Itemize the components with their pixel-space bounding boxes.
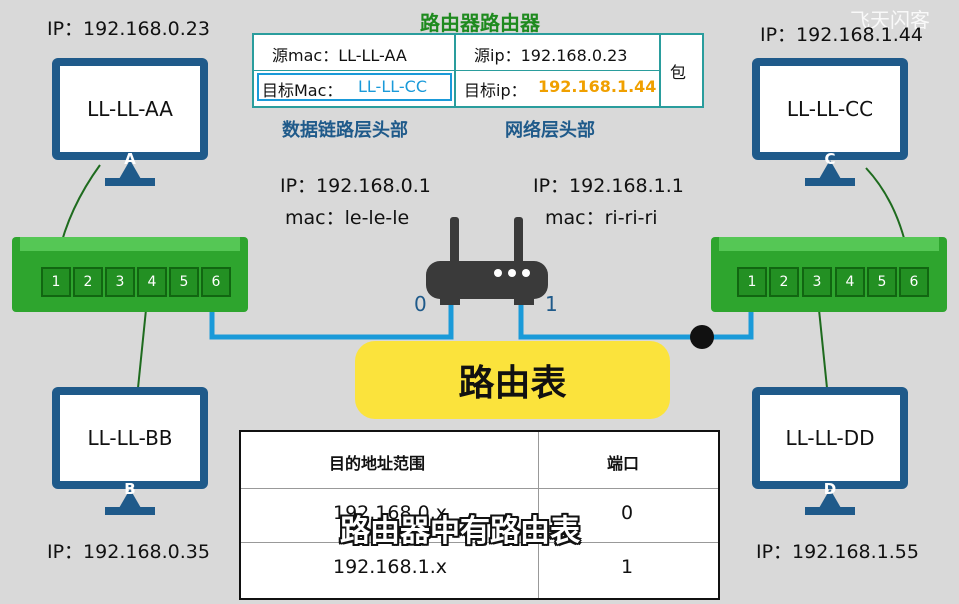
route-table-row-1-range: 192.168.0.x: [333, 502, 447, 524]
payload: 包: [670, 63, 687, 82]
dst-mac-label: 目标Mac：: [262, 81, 343, 100]
host-b-stand-base: [105, 507, 155, 515]
diagram-title: 路由器路由器: [420, 11, 540, 35]
dst-mac-box: [257, 73, 452, 101]
left-switch-port-5: 5: [169, 267, 199, 297]
router-port0-mac: mac：le-le-le: [285, 207, 410, 229]
host-b-name: LL-LL-BB: [60, 395, 200, 481]
dst-mac-value: LL-LL-CC: [358, 77, 427, 96]
left-switch-port-1: 1: [41, 267, 71, 297]
dst-ip-label: 目标ip：: [464, 81, 527, 100]
host-a-stand-base: [105, 178, 155, 186]
route-table-header-range: 目的地址范围: [329, 454, 426, 473]
packet-row-divider: [254, 70, 659, 71]
host-a-ip: IP：192.168.0.23: [47, 18, 210, 40]
right-switch-port-1: 1: [737, 267, 767, 297]
route-table-header-port: 端口: [607, 454, 640, 473]
packet-col-divider-2: [659, 35, 661, 106]
host-c-letter: C: [824, 150, 836, 168]
right-switch-port-6: 6: [899, 267, 929, 297]
host-a-name: LL-LL-AA: [60, 66, 200, 152]
route-table-col-line: [538, 432, 539, 598]
router-port1-ip: IP：192.168.1.1: [533, 175, 684, 197]
host-c-stand-base: [805, 178, 855, 186]
src-mac: 源mac：LL-LL-AA: [272, 46, 407, 65]
link-header-label: 数据链路层头部: [282, 120, 408, 141]
router-port0-number: 0: [414, 292, 427, 316]
host-d-stand-base: [805, 507, 855, 515]
route-table-title: 路由表: [355, 341, 670, 419]
host-a-monitor: LL-LL-AA: [52, 58, 208, 160]
route-table-row-line-1: [241, 488, 718, 489]
host-d-name: LL-LL-DD: [760, 395, 900, 481]
route-table-row-2-port: 1: [621, 556, 634, 578]
route-table-row-line-2: [241, 542, 718, 543]
src-ip: 源ip：192.168.0.23: [474, 46, 628, 65]
left-switch-top: [20, 237, 240, 251]
cable-router-right-switch: [518, 298, 754, 340]
left-switch-port-4: 4: [137, 267, 167, 297]
router-port0-ip: IP：192.168.0.1: [280, 175, 431, 197]
packet-structure: 源mac：LL-LL-AA 目标Mac： LL-LL-CC 源ip：192.16…: [252, 33, 704, 108]
left-switch-port-6: 6: [201, 267, 231, 297]
right-switch-top: [719, 237, 939, 251]
host-a-letter: A: [124, 150, 136, 168]
host-c-name: LL-LL-CC: [760, 66, 900, 152]
video-subtitle: 路由器中有路由表: [340, 514, 580, 549]
router-icon: [426, 217, 548, 305]
left-switch: 1 2 3 4 5 6: [12, 237, 248, 312]
router-port1-number: 1: [545, 292, 558, 316]
host-d-letter: D: [823, 480, 837, 498]
right-switch-port-3: 3: [802, 267, 832, 297]
left-switch-port-2: 2: [73, 267, 103, 297]
host-d-ip: IP：192.168.1.55: [756, 541, 919, 563]
host-d-monitor: LL-LL-DD: [752, 387, 908, 489]
right-switch-port-4: 4: [835, 267, 865, 297]
right-switch-port-2: 2: [769, 267, 799, 297]
route-table-row-1-port: 0: [621, 502, 634, 524]
host-b-ip: IP：192.168.0.35: [47, 541, 210, 563]
host-c-ip: IP：192.168.1.44: [760, 24, 923, 46]
cable-left-switch-router: [209, 298, 454, 340]
watermark: 飞天闪客: [850, 8, 930, 32]
host-c-monitor: LL-LL-CC: [752, 58, 908, 160]
host-b-monitor: LL-LL-BB: [52, 387, 208, 489]
left-switch-port-3: 3: [105, 267, 135, 297]
host-b-letter: B: [124, 480, 136, 498]
route-table: 目的地址范围 端口 192.168.0.x 0 192.168.1.x 1: [239, 430, 720, 600]
right-switch: 1 2 3 4 5 6: [711, 237, 947, 312]
router-port1-mac: mac：ri-ri-ri: [545, 207, 658, 229]
dst-ip-value: 192.168.1.44: [538, 77, 657, 96]
right-switch-port-5: 5: [867, 267, 897, 297]
route-table-row-2-range: 192.168.1.x: [333, 556, 447, 578]
packet-dot: [690, 325, 714, 349]
network-header-label: 网络层头部: [505, 120, 595, 141]
